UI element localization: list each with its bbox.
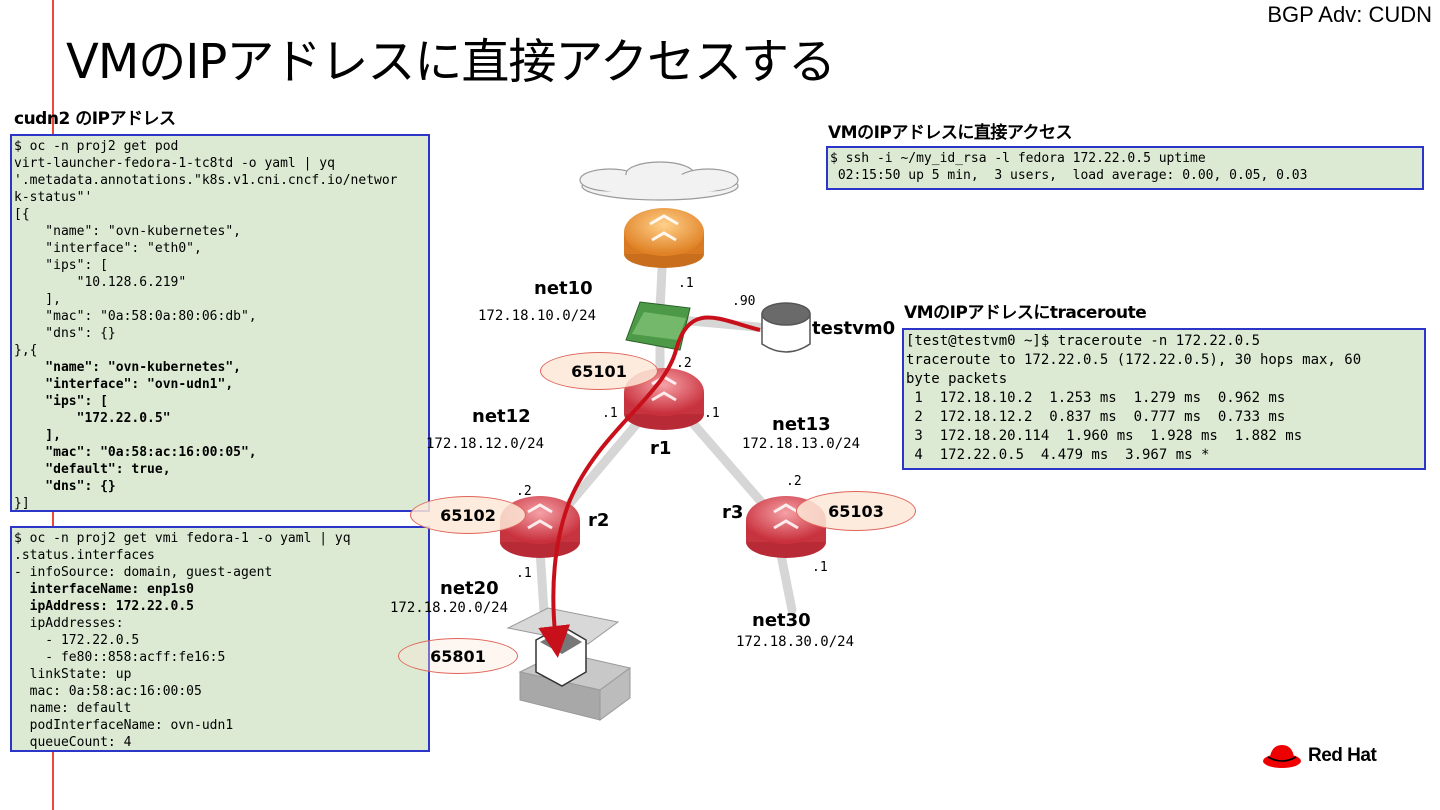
traffic-path <box>538 315 761 658</box>
link-r1-r2 <box>555 415 645 520</box>
net12-label: net12 <box>472 406 531 427</box>
asn-r2-badge: 65102 <box>410 496 526 534</box>
code-line: ipAddresses: <box>14 616 124 631</box>
net13-cidr: 172.18.13.0/24 <box>742 436 861 452</box>
r3-top-dot: .2 <box>786 474 802 489</box>
pod-annotation-output: $ oc -n proj2 get pod virt-launcher-fedor… <box>10 134 430 512</box>
vmi-interfaces-output: $ oc -n proj2 get vmi fedora-1 -o yaml |… <box>10 526 430 752</box>
traceroute-heading: VMのIPアドレスにtraceroute <box>904 303 1147 323</box>
net13-label: net13 <box>772 414 831 435</box>
net10-label: net10 <box>534 278 593 299</box>
code-line: .status.interfaces <box>14 548 155 563</box>
code-line: virt-launcher-fedora-1-tc8td -o yaml | y… <box>14 156 335 171</box>
code-line: - fe80::858:acff:fe16:5 <box>14 650 226 665</box>
red-hat-icon <box>1263 745 1301 768</box>
testvm-dot: .90 <box>732 294 756 309</box>
code-line: - infoSource: domain, guest-agent <box>14 565 273 580</box>
code-line: byte packets <box>906 371 1008 387</box>
r3-label: r3 <box>722 502 744 523</box>
code-line: '.metadata.annotations."k8s.v1.cni.cncf.… <box>14 173 398 188</box>
code-line: linkState: up <box>14 667 132 682</box>
r2-top-dot: .2 <box>516 484 532 499</box>
code-line: "mac": "0a:58:0a:80:06:db", <box>14 309 257 324</box>
code-line: "ips": [ <box>14 258 108 273</box>
code-line: queueCount: 4 <box>14 735 132 750</box>
code-line: "interface": "eth0", <box>14 241 202 256</box>
switch-net10-icon <box>625 301 691 351</box>
r1-left-dot: .1 <box>602 406 618 421</box>
net30-label: net30 <box>752 610 811 631</box>
code-line: interfaceName: enp1s0 <box>14 582 195 597</box>
code-line: [test@testvm0 ~]$ traceroute -n 172.22.0… <box>906 333 1261 349</box>
code-line: },{ <box>14 343 38 358</box>
code-line: }] <box>14 496 30 511</box>
code-line: 4 172.22.0.5 4.479 ms 3.967 ms * <box>906 447 1210 463</box>
code-line: $ oc -n proj2 get pod <box>14 139 179 154</box>
code-line: "interface": "ovn-udn1", <box>14 377 234 392</box>
asn-r3-badge: 65103 <box>796 491 916 531</box>
code-line: "dns": {} <box>14 326 116 341</box>
traceroute-output: [test@testvm0 ~]$ traceroute -n 172.22.0… <box>902 328 1426 470</box>
code-line: "dns": {} <box>14 479 116 494</box>
r2-label: r2 <box>588 510 610 531</box>
code-line: "name": "ovn-kubernetes", <box>14 360 241 375</box>
brand-logo: Red Hat <box>1262 741 1377 771</box>
net12-cidr: 172.18.12.0/24 <box>426 436 545 452</box>
code-line: traceroute to 172.22.0.5 (172.22.0.5), 3… <box>906 352 1362 368</box>
brand-name: Red Hat <box>1308 745 1377 766</box>
net10-cidr: 172.18.10.0/24 <box>478 308 597 324</box>
ssh-heading: VMのIPアドレスに直接アクセス <box>828 123 1073 143</box>
asn-r1-badge: 65101 <box>540 352 658 390</box>
testvm-label: testvm0 <box>812 318 896 339</box>
internet-cloud-icon <box>579 161 739 201</box>
node-stack-icon <box>506 607 632 721</box>
cudn-heading: cudn2 のIPアドレス <box>14 109 176 129</box>
code-line: [{ <box>14 207 30 222</box>
r2-bottom-dot: .1 <box>516 566 532 581</box>
net20-cidr: 172.18.20.0/24 <box>390 600 509 616</box>
r1-top-dot: .2 <box>676 356 692 371</box>
net30-cidr: 172.18.30.0/24 <box>736 634 855 650</box>
net20-label: net20 <box>440 578 499 599</box>
page-title: VMのIPアドレスに直接アクセスする <box>66 34 836 90</box>
section-tag: BGP Adv: CUDN <box>1267 2 1432 27</box>
code-line: name: default <box>14 701 132 716</box>
code-line: 02:15:50 up 5 min, 3 users, load average… <box>830 168 1308 183</box>
code-line: 2 172.18.12.2 0.837 ms 0.777 ms 0.733 ms <box>906 409 1286 425</box>
code-line: ], <box>14 292 61 307</box>
code-line: k-status"' <box>14 190 93 205</box>
gw-dot: .1 <box>678 276 694 291</box>
link-r3-net30 <box>775 545 797 615</box>
code-line: ipAddress: 172.22.0.5 <box>14 599 195 614</box>
code-line: "mac": "0a:58:ac:16:00:05", <box>14 445 257 460</box>
link-r1-r3 <box>685 415 775 517</box>
code-line: $ ssh -i ~/my_id_rsa -l fedora 172.22.0.… <box>830 151 1206 166</box>
gateway-router-icon <box>624 208 704 268</box>
r1-right-dot: .1 <box>704 406 720 421</box>
code-line: "default": true, <box>14 462 171 477</box>
r3-bottom-dot: .1 <box>812 560 828 575</box>
code-line: mac: 0a:58:ac:16:00:05 <box>14 684 202 699</box>
ssh-output: $ ssh -i ~/my_id_rsa -l fedora 172.22.0.… <box>826 146 1424 190</box>
code-line: "172.22.0.5" <box>14 411 171 426</box>
code-line: ], <box>14 428 61 443</box>
code-line: 1 172.18.10.2 1.253 ms 1.279 ms 0.962 ms <box>906 390 1286 406</box>
code-line: "10.128.6.219" <box>14 275 187 290</box>
r1-label: r1 <box>650 438 672 459</box>
code-line: "name": "ovn-kubernetes", <box>14 224 241 239</box>
code-line: podInterfaceName: ovn-udn1 <box>14 718 234 733</box>
code-line: - 172.22.0.5 <box>14 633 140 648</box>
code-line: "ips": [ <box>14 394 108 409</box>
asn-node-badge: 65801 <box>398 638 518 674</box>
testvm-icon <box>761 302 811 353</box>
code-line: $ oc -n proj2 get vmi fedora-1 -o yaml |… <box>14 531 351 546</box>
code-line: 3 172.18.20.114 1.960 ms 1.928 ms 1.882 … <box>906 428 1303 444</box>
